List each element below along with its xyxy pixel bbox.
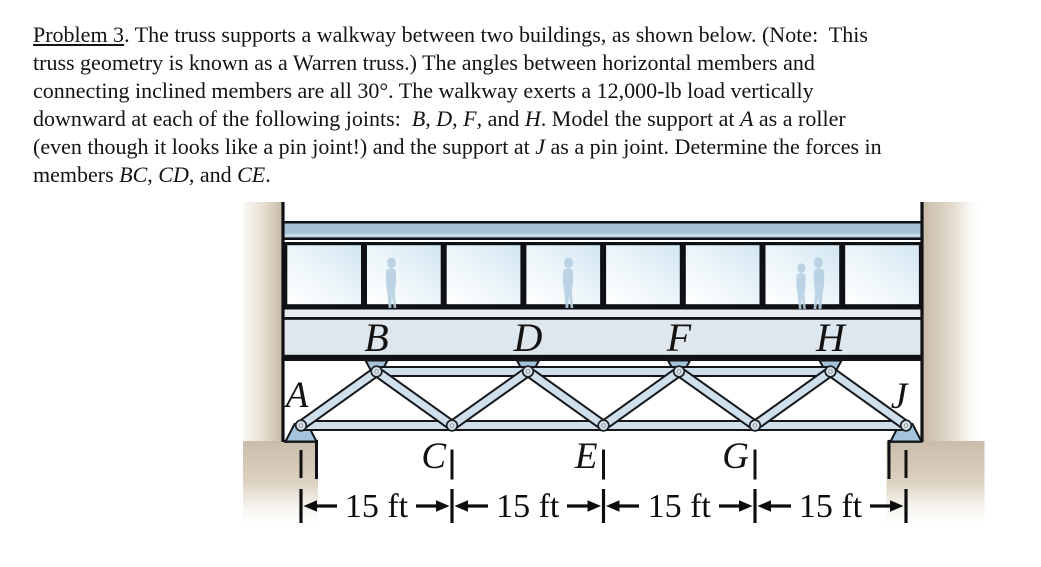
roof-band-highlight <box>284 233 922 237</box>
joint-label-J: J <box>891 376 909 417</box>
dimension-label: 15 ft <box>345 488 409 525</box>
window-pane <box>367 245 441 305</box>
problem-text-line: members BC, CD, and CE. <box>33 162 271 187</box>
truss-diagonal-HJ <box>827 367 910 430</box>
dimension-line: 15 ft 15 ft 15 ft 15 ft <box>299 450 908 525</box>
dimension-label: 15 ft <box>799 488 863 525</box>
problem-text-line: Problem 3. The truss supports a walkway … <box>33 22 868 47</box>
dimension-arrow <box>739 500 753 512</box>
dimension-arrow <box>587 500 601 512</box>
pin-joint-E <box>597 419 610 432</box>
dimension-arrow <box>606 500 620 512</box>
pin-joint-D <box>521 365 535 378</box>
dimension-label: 15 ft <box>648 488 712 525</box>
truss-diagonal-FG <box>675 367 759 430</box>
joint-label-H: H <box>815 315 847 360</box>
problem-text-line: connecting inclined members are all 30°.… <box>33 78 814 103</box>
joint-label-G: G <box>722 436 749 477</box>
problem-text-line: truss geometry is known as a Warren trus… <box>33 50 815 75</box>
dimension-arrow <box>890 500 904 512</box>
pin-joint-F <box>672 365 686 378</box>
joint-label-F: F <box>666 315 692 360</box>
joint-label-B: B <box>364 315 388 360</box>
window-pane <box>446 245 521 305</box>
dimension-arrow <box>436 500 450 512</box>
pin-joint-G <box>748 419 762 432</box>
dimension-arrow <box>757 500 771 512</box>
window-pane <box>287 245 361 305</box>
deck-beam: B D F H <box>284 315 922 361</box>
joint-label-D: D <box>513 315 543 360</box>
pin-joint-C <box>445 419 459 432</box>
pin-joint-A <box>294 419 308 432</box>
dimension-arrow <box>303 500 317 512</box>
joint-label-A: A <box>283 375 309 416</box>
joint-label-E: E <box>574 436 598 477</box>
truss-diagonal-GH <box>751 367 834 430</box>
pin-joint-J <box>899 419 913 432</box>
window-strip <box>284 242 922 310</box>
warren-truss: A J C E G <box>283 359 924 480</box>
bottom-joint-labels: C E G <box>421 436 757 480</box>
window-pane <box>685 245 760 305</box>
truss-diagonal-CD <box>448 367 532 430</box>
right-building-wall <box>886 202 985 527</box>
pin-joints <box>294 365 913 432</box>
window-pane <box>845 245 919 305</box>
sill-strip <box>284 309 922 317</box>
pin-joint-H <box>824 365 837 378</box>
dimension-label: 15 ft <box>496 488 560 525</box>
pin-joint-B <box>370 365 383 378</box>
left-building-wall <box>243 202 318 527</box>
truss-diagonal-EF <box>600 367 683 430</box>
truss-diagonal-DE <box>524 367 607 430</box>
problem-text-line: downward at each of the following joints… <box>33 106 846 131</box>
problem-text-line: (even though it looks like a pin joint!)… <box>33 134 882 159</box>
walkway: B D F H <box>284 221 922 361</box>
joint-label-C: C <box>421 436 447 477</box>
truss-diagonal-AB <box>297 367 380 430</box>
problem-statement: Problem 3. The truss supports a walkway … <box>33 21 882 189</box>
window-pane <box>606 245 680 305</box>
truss-diagonal-BC <box>373 367 456 430</box>
deck-face <box>284 319 922 355</box>
dimension-arrow <box>454 500 468 512</box>
